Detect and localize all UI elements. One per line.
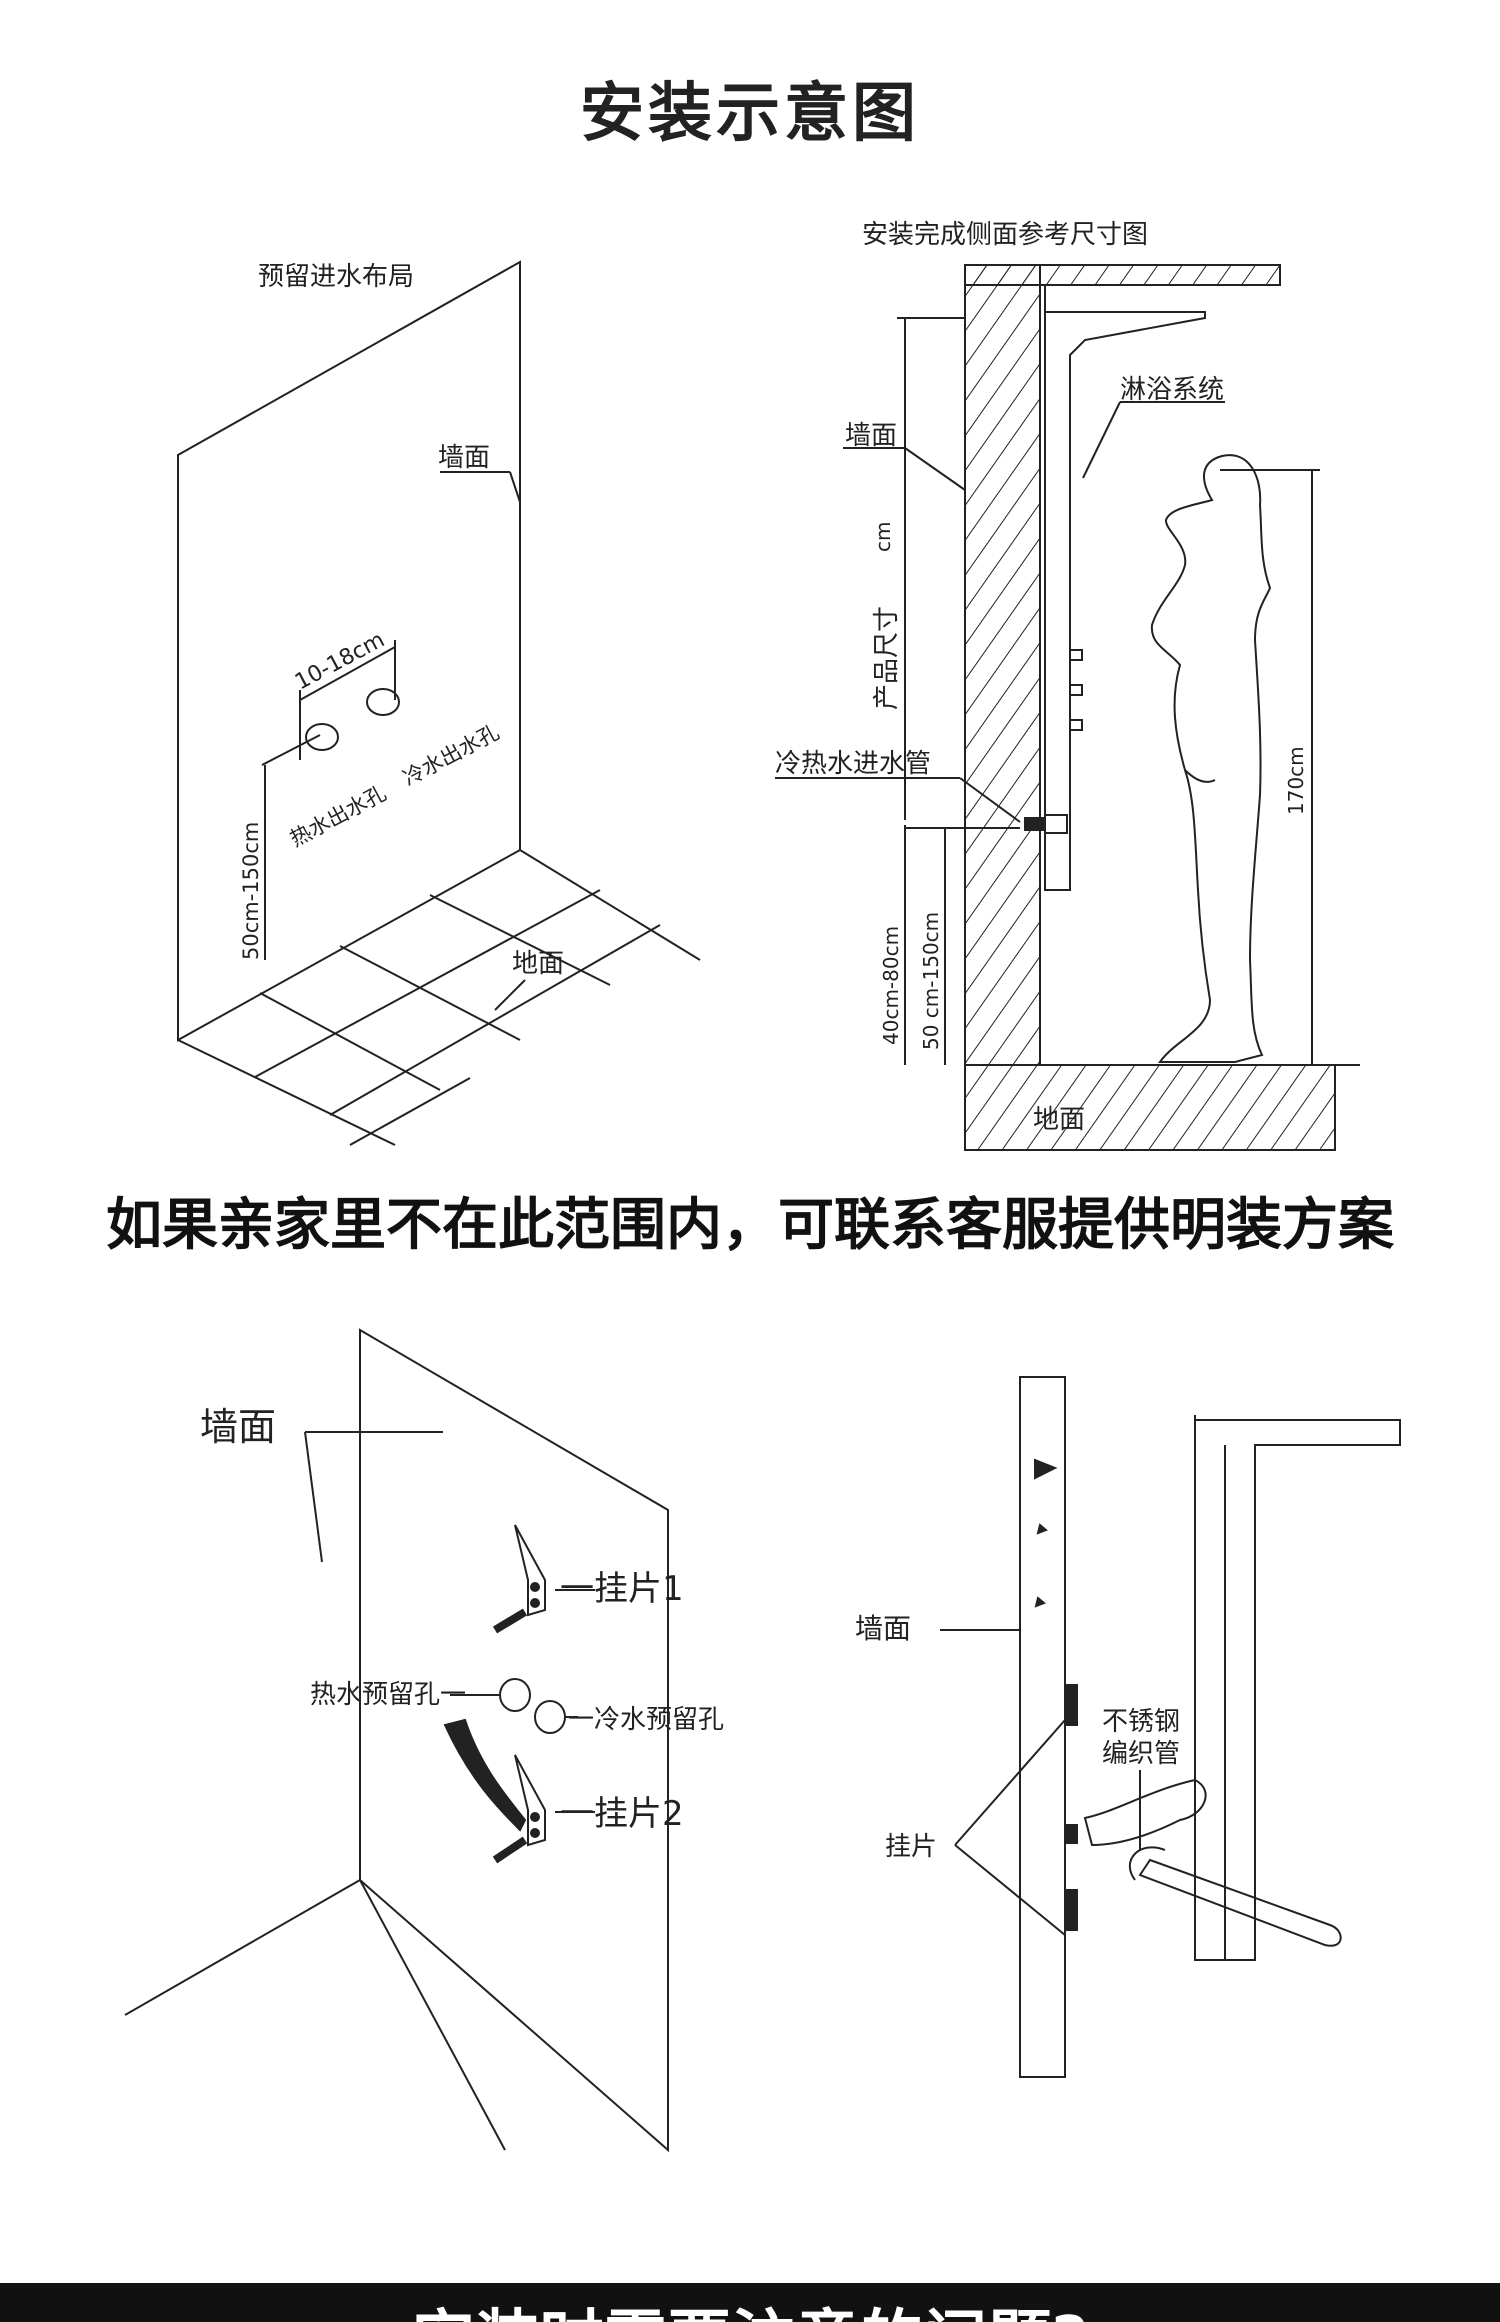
hose-label-line1: 不锈钢: [1102, 1707, 1180, 1737]
footer-bar: 安装时需要注意的问题?: [0, 2283, 1500, 2322]
floor-grid: [177, 849, 701, 1146]
bracket-wall-diagram: [124, 1328, 669, 2153]
bracket-1: [514, 1524, 546, 1617]
cold-outlet-label: 冷水出水孔: [399, 720, 503, 790]
direction-arrow: [443, 1718, 527, 1832]
shower-column: [1044, 285, 1206, 891]
footer-heading: 安装时需要注意的问题?: [0, 2289, 1500, 2322]
ceiling: [964, 264, 1281, 286]
shower-system-label: 淋浴系统: [1120, 375, 1224, 405]
hot-water-hole: [499, 1678, 531, 1712]
inlet-height-a-label: 40cm-80cm: [879, 926, 903, 1045]
body-jets: [1069, 649, 1083, 731]
hot-outlet-hole: [305, 723, 339, 751]
hose-label-line2: 编织管: [1102, 1739, 1180, 1769]
side-floor-label: 地面: [1033, 1105, 1085, 1135]
product-size-label: 产品尺寸: [872, 606, 902, 710]
wrench: [1138, 1858, 1342, 1947]
side-view-diagram: 安装完成侧面参考尺寸图: [775, 220, 1360, 1151]
floor-label: 地面: [512, 949, 564, 979]
hatched-floor: [964, 1064, 1336, 1151]
unit-label: cm: [871, 522, 895, 552]
custom-install-notice: 如果亲家里不在此范围内，可联系客服提供明装方案: [106, 1193, 1394, 1258]
person-silhouette: [1150, 454, 1272, 1063]
shower-panel: [1194, 1415, 1401, 1961]
hose-wall-label: 墙面: [855, 1612, 911, 1645]
bracket-1-label: 一挂片1: [560, 1569, 684, 1609]
inlet-height-b-label: 50 cm-150cm: [919, 912, 943, 1050]
spacing-label: 10-18cm: [291, 627, 389, 695]
cold-water-hole: [534, 1700, 566, 1734]
bracket-2: [514, 1754, 546, 1847]
inlet-pipe-label: 冷热水进水管: [775, 749, 931, 779]
inlet-pipe-connector: [1024, 817, 1046, 831]
wall-plane: [359, 1328, 669, 2153]
bracket-wall-label: 墙面: [200, 1405, 276, 1449]
wall-section: [1019, 1376, 1066, 2078]
inlet-layout-diagram: 预留进水布局: [177, 260, 701, 1146]
page-title: 安装示意图: [580, 77, 920, 151]
side-wall-label: 墙面: [845, 421, 897, 451]
hatched-wall: [964, 264, 1041, 1066]
outlet-height-label: 50cm-150cm: [239, 822, 263, 960]
side-view-caption: 安装完成侧面参考尺寸图: [862, 220, 1148, 250]
hot-hole-label: 热水预留孔一: [310, 1680, 466, 1710]
hose-connection-diagram: [940, 1376, 1401, 2078]
cold-outlet-hole: [366, 688, 400, 716]
bracket-label: 挂片: [885, 1832, 937, 1862]
inlet-layout-caption: 预留进水布局: [258, 262, 414, 292]
hand-with-hose: [1083, 1778, 1207, 1847]
bracket-2-label: 一挂片2: [560, 1794, 684, 1834]
wall-bracket-lower: [1064, 1889, 1078, 1931]
person-height-label: 170cm: [1284, 746, 1308, 815]
wall-label: 墙面: [438, 443, 490, 473]
hot-outlet-label: 热水出水孔: [286, 781, 390, 851]
person-arm: [1184, 769, 1216, 783]
cold-hole-label: 一冷水预留孔: [568, 1705, 724, 1735]
wall-bracket-upper: [1064, 1684, 1078, 1726]
